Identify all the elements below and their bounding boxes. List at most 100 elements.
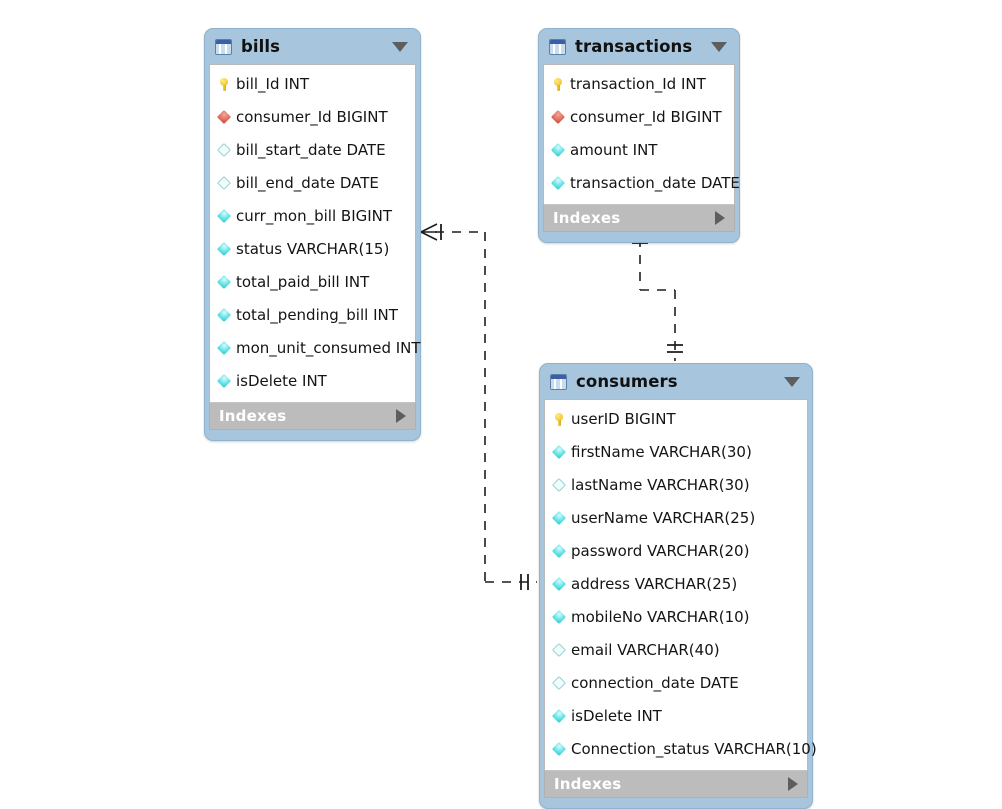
table-row[interactable]: bill_Id INT xyxy=(210,68,415,101)
table-row[interactable]: amount INT xyxy=(544,134,734,167)
table-name-label: consumers xyxy=(576,372,678,391)
table-row[interactable]: status VARCHAR(15) xyxy=(210,233,415,266)
column-label: bill_start_date DATE xyxy=(236,141,386,159)
column-label: consumer_Id BIGINT xyxy=(570,108,722,126)
column-icon xyxy=(552,610,566,625)
table-row[interactable]: userName VARCHAR(25) xyxy=(545,502,807,535)
table-row[interactable]: curr_mon_bill BIGINT xyxy=(210,200,415,233)
table-row[interactable]: firstName VARCHAR(30) xyxy=(545,436,807,469)
table-name-label: transactions xyxy=(575,37,693,56)
table-row[interactable]: lastName VARCHAR(30) xyxy=(545,469,807,502)
column-icon xyxy=(552,544,566,559)
column-icon xyxy=(552,445,566,460)
column-icon xyxy=(552,511,566,526)
table-row[interactable]: address VARCHAR(25) xyxy=(545,568,807,601)
column-label: total_paid_bill INT xyxy=(236,273,370,291)
table-row[interactable]: connection_date DATE xyxy=(545,667,807,700)
column-icon xyxy=(551,176,565,191)
table-row[interactable]: consumer_Id BIGINT xyxy=(544,101,734,134)
column-label: password VARCHAR(20) xyxy=(571,542,750,560)
column-label: firstName VARCHAR(30) xyxy=(571,443,752,461)
foreign-key-icon xyxy=(551,110,565,125)
table-card-transactions[interactable]: transactions transaction_Id INT consumer… xyxy=(538,28,740,243)
table-icon xyxy=(550,373,567,390)
column-label: bill_end_date DATE xyxy=(236,174,379,192)
table-header-consumers[interactable]: consumers xyxy=(544,364,808,399)
indexes-section-transactions[interactable]: Indexes xyxy=(543,204,735,232)
primary-key-icon xyxy=(552,412,566,427)
table-row[interactable]: userID BIGINT xyxy=(545,403,807,436)
chevron-down-icon[interactable] xyxy=(784,376,800,387)
column-list-bills: bill_Id INT consumer_Id BIGINT bill_star… xyxy=(209,64,421,402)
column-label: isDelete INT xyxy=(571,707,662,725)
column-nullable-icon xyxy=(552,643,566,658)
column-icon xyxy=(217,242,231,257)
relationship-bills-consumers xyxy=(420,223,537,590)
column-nullable-icon xyxy=(552,478,566,493)
table-name-label: bills xyxy=(241,37,281,56)
column-label: curr_mon_bill BIGINT xyxy=(236,207,393,225)
column-label: userID BIGINT xyxy=(571,410,676,428)
column-icon xyxy=(217,209,231,224)
indexes-section-consumers[interactable]: Indexes xyxy=(544,770,808,798)
relationship-transactions-consumers xyxy=(631,223,683,361)
column-nullable-icon xyxy=(217,176,231,191)
table-row[interactable]: consumer_Id BIGINT xyxy=(210,101,415,134)
column-icon xyxy=(551,143,565,158)
table-header-transactions[interactable]: transactions xyxy=(543,29,735,64)
column-list-transactions: transaction_Id INT consumer_Id BIGINT am… xyxy=(543,64,740,204)
table-row[interactable]: isDelete INT xyxy=(545,700,807,733)
column-label: mon_unit_consumed INT xyxy=(236,339,421,357)
table-icon xyxy=(215,38,232,55)
chevron-right-icon[interactable] xyxy=(715,211,725,225)
table-row[interactable]: Connection_status VARCHAR(10) xyxy=(545,733,817,766)
column-label: amount INT xyxy=(570,141,658,159)
chevron-down-icon[interactable] xyxy=(711,41,727,52)
column-label: total_pending_bill INT xyxy=(236,306,398,324)
table-row[interactable]: transaction_Id INT xyxy=(544,68,734,101)
table-row[interactable]: bill_start_date DATE xyxy=(210,134,415,167)
table-row[interactable]: mobileNo VARCHAR(10) xyxy=(545,601,807,634)
table-row[interactable]: isDelete INT xyxy=(210,365,415,398)
column-list-consumers: userID BIGINT firstName VARCHAR(30) last… xyxy=(544,399,817,770)
indexes-label: Indexes xyxy=(219,407,287,425)
primary-key-icon xyxy=(551,77,565,92)
table-row[interactable]: bill_end_date DATE xyxy=(210,167,415,200)
chevron-right-icon[interactable] xyxy=(396,409,406,423)
column-label: bill_Id INT xyxy=(236,75,310,93)
table-card-bills[interactable]: bills bill_Id INT consumer_Id BIGINT bil… xyxy=(204,28,421,441)
table-icon xyxy=(549,38,566,55)
table-row[interactable]: total_pending_bill INT xyxy=(210,299,415,332)
column-label: email VARCHAR(40) xyxy=(571,641,720,659)
column-label: Connection_status VARCHAR(10) xyxy=(571,740,817,758)
table-row[interactable]: total_paid_bill INT xyxy=(210,266,415,299)
column-label: consumer_Id BIGINT xyxy=(236,108,388,126)
column-icon xyxy=(217,308,231,323)
table-row[interactable]: transaction_date DATE xyxy=(544,167,740,200)
table-header-bills[interactable]: bills xyxy=(209,29,416,64)
table-row[interactable]: mon_unit_consumed INT xyxy=(210,332,421,365)
column-label: connection_date DATE xyxy=(571,674,739,692)
column-nullable-icon xyxy=(217,143,231,158)
indexes-label: Indexes xyxy=(554,775,622,793)
column-icon xyxy=(217,374,231,389)
column-label: userName VARCHAR(25) xyxy=(571,509,756,527)
column-nullable-icon xyxy=(552,676,566,691)
table-card-consumers[interactable]: consumers userID BIGINT firstName VARCHA… xyxy=(539,363,817,809)
indexes-label: Indexes xyxy=(553,209,621,227)
chevron-down-icon[interactable] xyxy=(392,41,408,52)
column-icon xyxy=(552,742,566,757)
column-label: address VARCHAR(25) xyxy=(571,575,738,593)
table-row[interactable]: email VARCHAR(40) xyxy=(545,634,807,667)
foreign-key-icon xyxy=(217,110,231,125)
table-row[interactable]: password VARCHAR(20) xyxy=(545,535,807,568)
column-icon xyxy=(217,341,231,356)
column-label: transaction_Id INT xyxy=(570,75,706,93)
indexes-section-bills[interactable]: Indexes xyxy=(209,402,416,430)
column-label: mobileNo VARCHAR(10) xyxy=(571,608,750,626)
column-icon xyxy=(552,577,566,592)
column-icon xyxy=(552,709,566,724)
chevron-right-icon[interactable] xyxy=(788,777,798,791)
